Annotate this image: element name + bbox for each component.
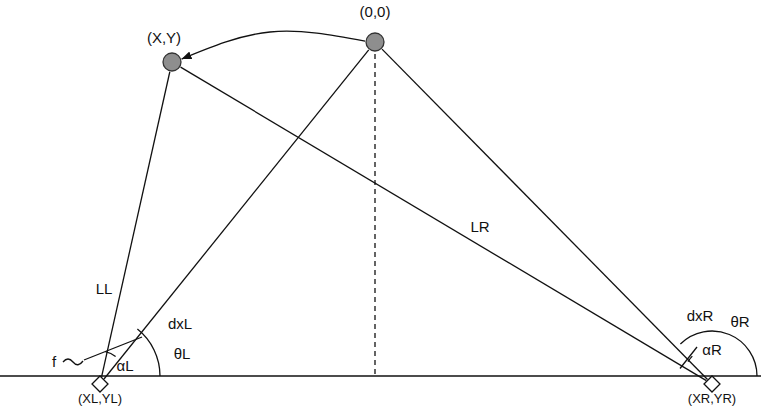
moved-point: (X,Y) bbox=[162, 52, 182, 72]
focal-length-label: f bbox=[52, 354, 56, 370]
angle-label: αL bbox=[116, 358, 133, 374]
camera-diamond bbox=[92, 376, 108, 392]
angle-label: θL bbox=[174, 346, 191, 362]
point-label: (XR,YR) bbox=[688, 392, 736, 406]
camera-diamond bbox=[91, 375, 109, 393]
camera-diamond bbox=[704, 376, 720, 392]
image-offset-label: dxR bbox=[687, 308, 714, 324]
movement-arrow bbox=[182, 31, 365, 59]
focal-leader bbox=[63, 359, 83, 365]
sight-line bbox=[102, 72, 170, 377]
point-circle bbox=[366, 33, 384, 51]
camera-right: (XR,YR) bbox=[703, 375, 721, 393]
distance-label: LL bbox=[94, 281, 115, 297]
angle-label: αR bbox=[702, 342, 722, 358]
baseline bbox=[0, 375, 761, 376]
point-label: (X,Y) bbox=[147, 30, 181, 46]
camera-diamond bbox=[703, 375, 721, 393]
point-circle bbox=[162, 52, 182, 72]
image-plane-left bbox=[84, 337, 142, 360]
point-label: (XL,YL) bbox=[78, 392, 122, 406]
theta-arc-left bbox=[137, 329, 160, 376]
camera-left: (XL,YL) bbox=[91, 375, 109, 393]
point-circle bbox=[365, 32, 385, 52]
target-point: (0,0) bbox=[365, 32, 385, 52]
point-circle bbox=[163, 53, 181, 71]
theta-arc-right bbox=[680, 331, 757, 376]
point-label: (0,0) bbox=[360, 4, 391, 20]
sight-line bbox=[382, 49, 708, 379]
sight-line bbox=[104, 50, 369, 379]
distance-label: LR bbox=[468, 219, 491, 235]
angle-label: θR bbox=[730, 314, 749, 330]
sight-line bbox=[181, 67, 707, 381]
image-offset-label: dxL bbox=[168, 316, 192, 332]
center-axis bbox=[374, 54, 375, 376]
